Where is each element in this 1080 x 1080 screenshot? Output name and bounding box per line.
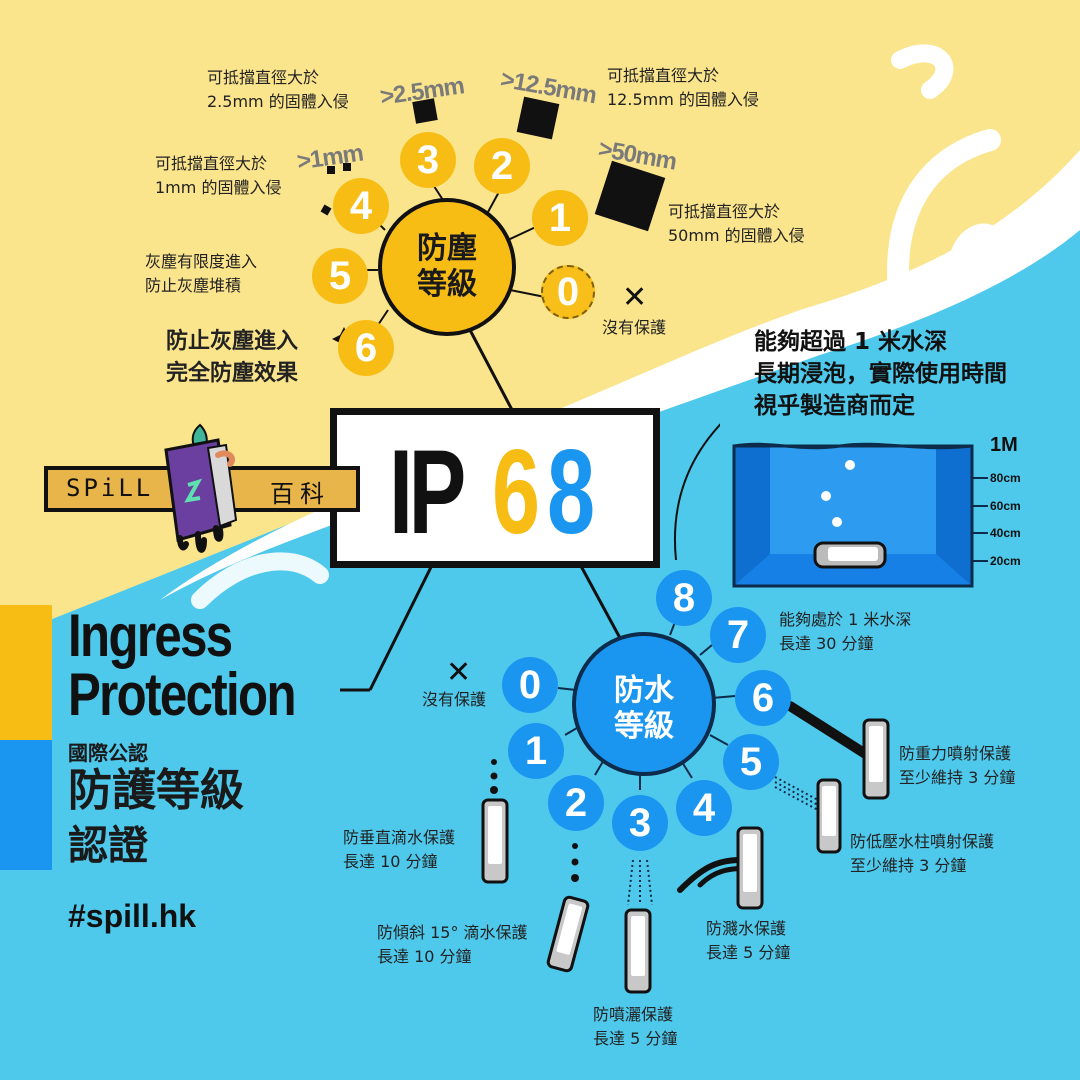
water-level-0: 0 [502, 657, 558, 713]
dust-level-6-desc: 防止灰塵進入 完全防塵效果 [166, 329, 299, 386]
dust-level-6: 6 [338, 320, 394, 376]
water-level-8-desc: 能夠超過 1 米水深 長期浸泡，實際使用時間 視乎製造商而定 [754, 329, 1007, 419]
water-level-5-desc: 防低壓水柱噴射保護 至少維持 3 分鐘 [850, 832, 995, 875]
dust-level-1: 1 [532, 190, 588, 246]
ip68-code-box: IP 6 8 [330, 408, 660, 568]
dust-rating-hub: 防塵 等級 [378, 198, 516, 336]
dust-level-1-desc: 可抵擋直徑大於 50mm 的固體入侵 [668, 202, 805, 245]
subtitle-protection-rating: 防護等級 [68, 765, 244, 816]
dust-level-4: 4 [333, 178, 389, 234]
dust-level-5-desc: 灰塵有限度進入 防止灰塵堆積 [145, 252, 258, 295]
dust-level-0-desc: 沒有保護 [602, 318, 667, 337]
depth-mark-1m: 1M [990, 434, 1018, 456]
water-level-1: 1 [508, 723, 564, 779]
water-level-8: 8 [656, 570, 712, 626]
depth-mark-80cm: 80cm [990, 471, 1021, 485]
water-level-5: 5 [723, 734, 779, 790]
water-level-3-desc: 防噴灑保護 長達 5 分鐘 [593, 1005, 678, 1048]
water-level-2-desc: 防傾斜 15° 滴水保護 長達 10 分鐘 [377, 923, 528, 966]
dust-level-2: 2 [474, 138, 530, 194]
ip-prefix: IP [389, 425, 466, 559]
water-level-4-desc: 防濺水保護 長達 5 分鐘 [706, 919, 791, 962]
depth-mark-20cm: 20cm [990, 554, 1021, 568]
book-mascot-icon [164, 423, 238, 553]
water-hub-line1: 防水 [614, 673, 674, 708]
ip-dust-digit: 6 [492, 425, 540, 559]
dust-level-3-desc: 可抵擋直徑大於 2.5mm 的固體入侵 [207, 68, 349, 111]
water-level-1-desc: 防垂直滴水保護 長達 10 分鐘 [343, 828, 456, 871]
dust-level-4-desc: 可抵擋直徑大於 1mm 的固體入侵 [155, 154, 282, 197]
water-hub-line2: 等級 [614, 709, 674, 744]
water-level-7-desc: 能夠處於 1 米水深 長達 30 分鐘 [779, 610, 912, 653]
no-protection-x-icon: ✕ [622, 280, 648, 315]
title-protection: Protection [68, 661, 297, 728]
water-level-4: 4 [676, 780, 732, 836]
dust-level-3: 3 [400, 132, 456, 188]
subtitle-internationally-recognised: 國際公認 [68, 741, 148, 765]
dust-level-2-desc: 可抵擋直徑大於 12.5mm 的固體入侵 [607, 66, 759, 109]
dust-hub-line1: 防塵 [417, 231, 477, 266]
water-level-3: 3 [612, 795, 668, 851]
brand-logo-right: 百科 [270, 480, 330, 508]
hashtag-link[interactable]: #spill.hk [68, 898, 197, 934]
ip-water-digit: 8 [547, 425, 595, 559]
dust-level-0: 0 [541, 265, 595, 319]
dust-hub-line2: 等級 [417, 267, 477, 302]
water-no-protection-x-icon: ✕ [446, 655, 472, 690]
brand-logo-left: SPiLL [66, 474, 154, 502]
water-rating-hub: 防水 等級 [572, 632, 716, 776]
dust-level-5: 5 [312, 248, 368, 304]
water-level-7: 7 [710, 607, 766, 663]
water-level-6: 6 [735, 670, 791, 726]
depth-mark-40cm: 40cm [990, 526, 1021, 540]
water-level-2: 2 [548, 775, 604, 831]
subtitle-certification: 認證 [68, 823, 148, 869]
water-level-6-desc: 防重力噴射保護 至少維持 3 分鐘 [899, 744, 1016, 787]
water-level-0-desc: 沒有保護 [422, 690, 487, 709]
depth-mark-60cm: 60cm [990, 499, 1021, 513]
title-ingress: Ingress [68, 602, 233, 669]
